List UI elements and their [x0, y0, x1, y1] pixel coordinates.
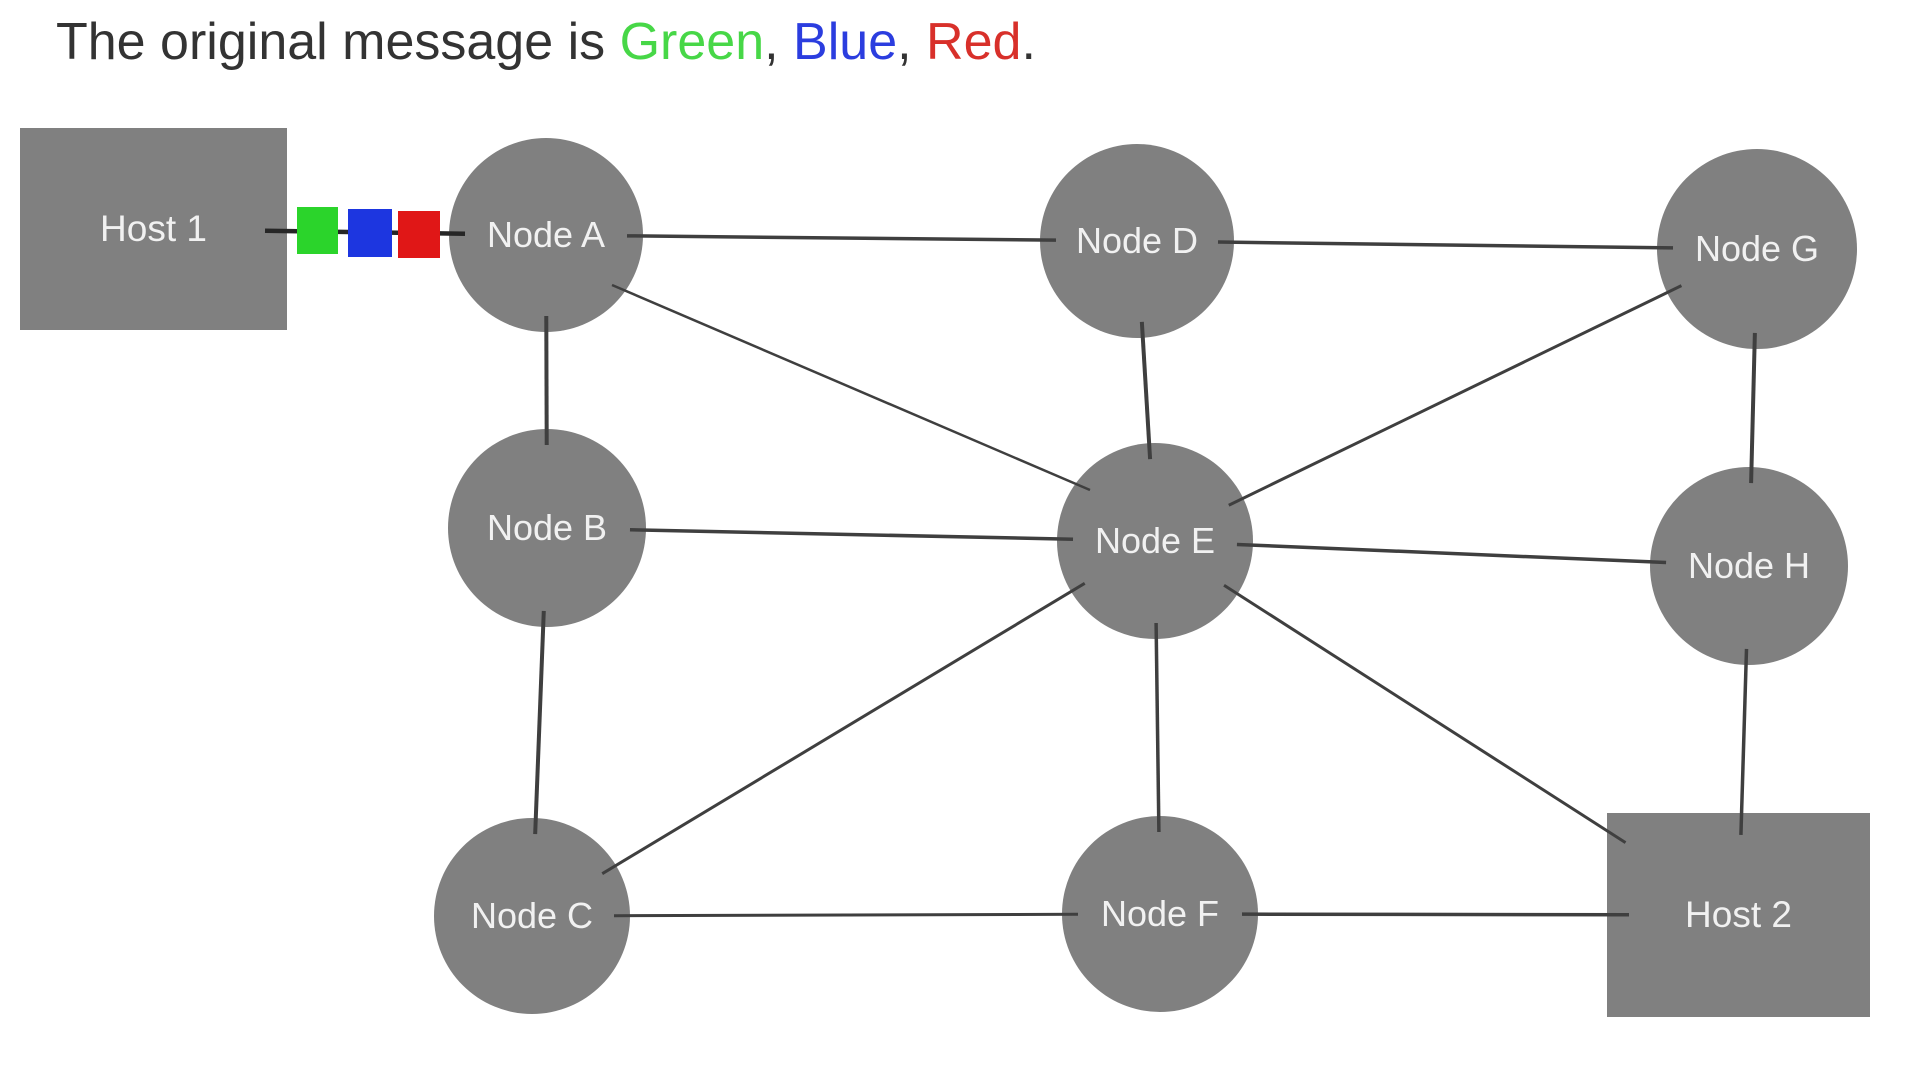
node-a-label: Node A [486, 214, 606, 255]
packet-red [398, 211, 440, 258]
packet-green [297, 207, 338, 254]
node-a-circle[interactable]: Node A [449, 138, 643, 332]
host1-label: Host 1 [100, 208, 207, 249]
node-f-label: Node F [1100, 893, 1220, 934]
node-f-circle[interactable]: Node F [1062, 816, 1258, 1012]
host2-label: Host 2 [1685, 894, 1792, 935]
title-segment: . [1021, 13, 1036, 71]
node-g-circle[interactable]: Node G [1657, 149, 1857, 349]
host2-box[interactable]: Host 2 [1607, 813, 1870, 1017]
node-c-label: Node C [470, 895, 594, 936]
title-segment: Red [926, 13, 1022, 71]
title-segment: , [897, 13, 927, 71]
node-b-label: Node B [486, 507, 608, 548]
host1-box[interactable]: Host 1 [20, 128, 287, 330]
node-h-circle[interactable]: Node H [1650, 467, 1848, 665]
node-h-label: Node H [1687, 545, 1811, 586]
node-e-label: Node E [1094, 520, 1216, 561]
title-segment: Blue [793, 13, 898, 71]
page-title: The original message is Green, Blue, Red… [56, 10, 1036, 75]
packet-blue [348, 209, 392, 257]
node-g-label: Node G [1694, 228, 1820, 269]
node-c-circle[interactable]: Node C [434, 818, 630, 1014]
title-segment: , [764, 13, 794, 71]
title-segment: The original message is [56, 13, 620, 71]
node-d-label: Node D [1075, 220, 1199, 261]
title-segment: Green [619, 13, 765, 71]
